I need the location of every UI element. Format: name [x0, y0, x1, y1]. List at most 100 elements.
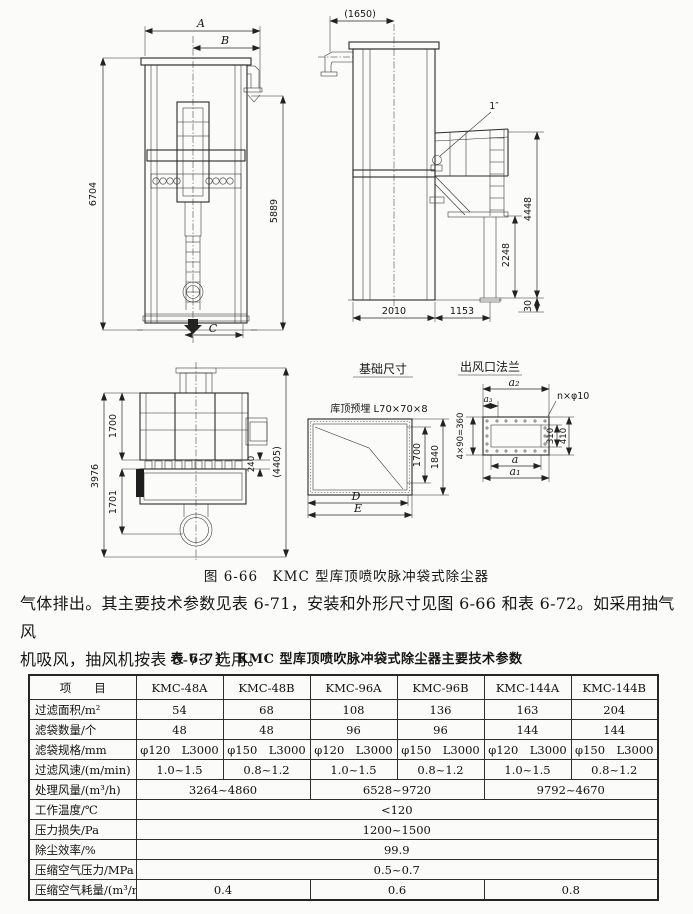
table-cell: 0.8~1.2	[570, 759, 659, 780]
table-cell: <120	[135, 799, 659, 820]
table-title: 表 6-71 KMC 型库顶喷吹脉冲袋式除尘器主要技术参数	[170, 652, 523, 667]
table-header-cell: KMC-96B	[396, 674, 485, 700]
gas-outlet-arrow	[247, 94, 261, 103]
dim-4448-label: 4448	[523, 197, 534, 221]
pipe-size-callout: 1″	[489, 101, 499, 112]
table-cell: 6528~9720	[309, 779, 485, 800]
dim-4405-label: (4405)	[272, 446, 283, 478]
dim-6704-label: 6704	[88, 182, 99, 206]
table-cell: 9792~4670	[483, 779, 659, 800]
front-view-dimension-lines	[100, 28, 286, 338]
table-cell: 54	[135, 699, 224, 720]
table-cell: 0.8~1.2	[396, 759, 485, 780]
row-label: 工作温度/℃	[28, 799, 137, 820]
dim-5889-label: 5889	[269, 199, 280, 223]
side-view-drawing: (1650) 1″ 4448 2248 30 2010 1153	[318, 9, 544, 322]
side-view-dimension-lines	[329, 18, 540, 321]
dim-c-label: C	[209, 322, 218, 335]
table-cell: 0.4	[135, 879, 311, 901]
body-paragraph: 气体排出。其主要技术参数见表 6-71，安装和外形尺寸见图 6-66 和表 6-…	[20, 590, 678, 674]
table-cell: φ120 L3000	[135, 739, 224, 760]
table-cell: 3264~4860	[135, 779, 311, 800]
flange-body	[482, 416, 550, 456]
table-cell: 163	[483, 699, 572, 720]
table-cell: φ120 L3000	[309, 739, 398, 760]
outlet-flange-drawing: 出风口法兰 a₂ a₃ n×φ10 4×90=	[456, 360, 589, 482]
plan-view-drawing: 3976 1700 1701 240 (4405)	[90, 362, 289, 562]
dim-a-label: A	[196, 17, 205, 30]
foundation-title: 基础尺寸	[359, 362, 407, 376]
row-label: 压缩空气耗量/(m³/min)	[28, 879, 137, 901]
dim-a1-label: a₁	[510, 465, 521, 478]
dim-1153-label: 1153	[450, 306, 474, 317]
dim-a2-label: a₂	[509, 376, 520, 389]
table-row: 工作温度/℃ <120	[28, 799, 659, 820]
table-header-row: 项 目 KMC-48A KMC-48B KMC-96A KMC-96B KMC-…	[28, 674, 659, 700]
figure-caption: 图 6-66 KMC 型库顶喷吹脉冲袋式除尘器	[203, 569, 490, 585]
row-label: 处理风量/(m³/h)	[28, 779, 137, 800]
table-row: 过滤面积/m² 54 68 108 136 163 204	[28, 699, 659, 720]
table-cell: 96	[309, 719, 398, 740]
table-row: 处理风量/(m³/h) 3264~4860 6528~9720 9792~467…	[28, 779, 659, 800]
table-cell: 48	[222, 719, 311, 740]
bolt-holes-callout: n×φ10	[557, 391, 589, 402]
blowpipe-valve	[432, 155, 442, 165]
table-cell: 204	[570, 699, 659, 720]
dim-e-label: E	[353, 502, 362, 515]
table-cell: 1.0~1.5	[309, 759, 398, 780]
row-label: 过滤面积/m²	[28, 699, 137, 720]
dust-outlet-arrow	[184, 319, 202, 334]
front-view-drawing: A B 6704 5889 C	[88, 17, 286, 344]
plan-view-dimension-lines	[101, 367, 289, 558]
table-cell: 99.9	[135, 839, 659, 860]
flange-title: 出风口法兰	[460, 360, 520, 374]
table-header-cell: KMC-144A	[483, 674, 572, 700]
table-cell: 0.8	[483, 879, 659, 901]
table-cell: 68	[222, 699, 311, 720]
table-row: 压缩空气压力/MPa 0.5~0.7	[28, 859, 659, 880]
table-row: 滤袋规格/mm φ120 L3000 φ150 L3000 φ120 L3000…	[28, 739, 659, 760]
table-header-cell: KMC-48A	[135, 674, 224, 700]
table-cell: 144	[570, 719, 659, 740]
dim-1840-label: 1840	[430, 445, 441, 469]
dim-3976-label: 3976	[90, 464, 101, 488]
dim-d-label: D	[351, 490, 361, 503]
row-label: 除尘效率/%	[28, 839, 137, 860]
table-header-cell: 项 目	[28, 674, 137, 700]
paragraph-line: 机吸风，抽风机按表 6-73 选用。	[20, 650, 264, 669]
bolt-hole-marks	[485, 419, 547, 453]
table-cell: 1.0~1.5	[135, 759, 224, 780]
table-cell: 108	[309, 699, 398, 720]
side-view-extension-lines	[329, 16, 544, 322]
table-row: 滤袋数量/个 48 48 96 96 144 144	[28, 719, 659, 740]
row-label: 过滤风速/(m/min)	[28, 759, 137, 780]
paragraph-line: 气体排出。其主要技术参数见表 6-71，安装和外形尺寸见图 6-66 和表 6-…	[20, 594, 675, 641]
row-label: 压缩空气压力/MPa	[28, 859, 137, 880]
dim-a3-label: a₃	[484, 395, 493, 405]
table-row: 压缩空气耗量/(m³/min) 0.4 0.6 0.8	[28, 879, 659, 901]
foundation-body	[307, 418, 413, 496]
table-row: 过滤风速/(m/min) 1.0~1.5 0.8~1.2 1.0~1.5 0.8…	[28, 759, 659, 780]
dim-30-label: 30	[523, 300, 534, 312]
dim-1700-label: 1700	[108, 414, 119, 438]
dim-2010-label: 2010	[382, 306, 406, 317]
dim-1700-inner-label: 1700	[412, 443, 423, 467]
table-cell: 0.6	[309, 879, 485, 901]
table-cell: φ120 L3000	[483, 739, 572, 760]
table-cell: φ150 L3000	[570, 739, 659, 760]
plan-view-body	[136, 362, 268, 562]
dim-a-label: a	[512, 453, 519, 466]
table-cell: φ150 L3000	[396, 739, 485, 760]
parameters-table: 项 目 KMC-48A KMC-48B KMC-96A KMC-96B KMC-…	[28, 674, 659, 901]
dim-1701-label: 1701	[108, 490, 119, 514]
table-cell: 0.5~0.7	[135, 859, 659, 880]
row-label: 压力损失/Pa	[28, 819, 137, 840]
flange-dimension-lines	[470, 386, 572, 481]
dim-2248-label: 2248	[501, 243, 512, 267]
table-row: 除尘效率/% 99.9	[28, 839, 659, 860]
plan-view-extension-lines	[104, 367, 286, 558]
table-cell: 0.8~1.2	[222, 759, 311, 780]
table-cell: 96	[396, 719, 485, 740]
foundation-dimension-lines	[307, 418, 446, 518]
